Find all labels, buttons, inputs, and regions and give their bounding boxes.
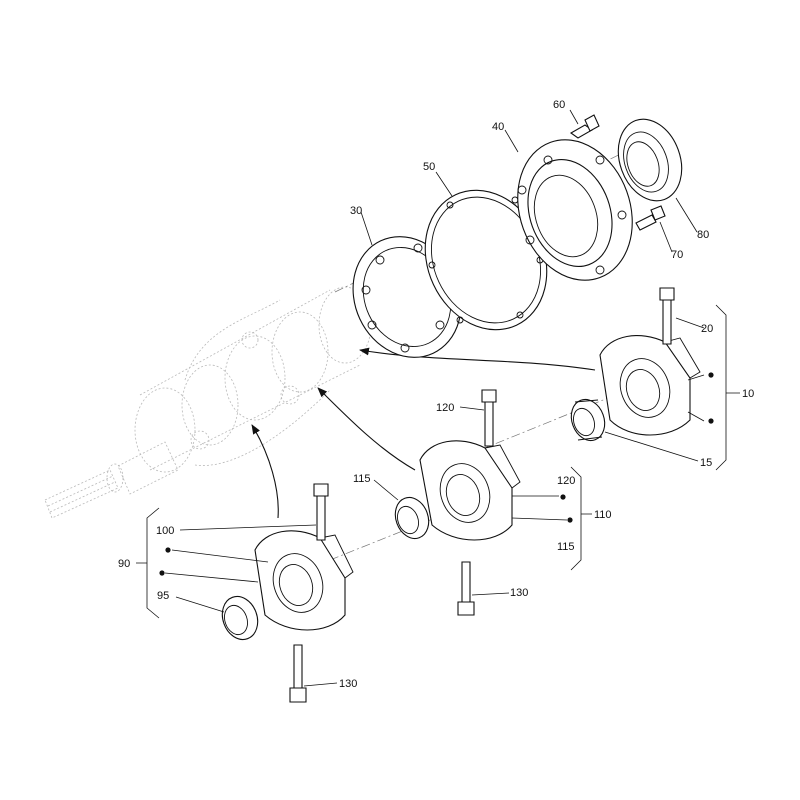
dot-90-b	[159, 570, 165, 576]
bolt-120	[481, 389, 497, 447]
label-30: 30	[350, 205, 362, 217]
callout-labels: 60 40 50 30 80 70 20 10 120 15 115 120 1…	[118, 99, 754, 690]
bolt-20	[659, 287, 675, 345]
stud-130-middle	[457, 561, 475, 616]
label-20: 20	[701, 323, 713, 335]
bearing-cap-assembly-10	[599, 335, 701, 436]
oil-seal-80	[617, 118, 683, 202]
dot-110-b	[567, 517, 573, 523]
label-120-upper: 120	[436, 402, 454, 414]
dot-10-b	[708, 418, 714, 424]
cover-gasket-50	[424, 189, 548, 331]
label-90: 90	[118, 558, 130, 570]
label-115-upper: 115	[353, 473, 371, 485]
stud-130-lower	[289, 644, 307, 703]
label-50: 50	[423, 161, 435, 173]
bearing-shell-15	[570, 398, 606, 442]
dot-10-a	[708, 372, 714, 378]
bearing-shell-95	[221, 595, 259, 641]
label-15: 15	[700, 457, 712, 469]
bearing-cap-assembly-110	[419, 440, 521, 541]
seal-housing-40	[517, 139, 633, 281]
dot-90-a	[165, 547, 171, 553]
bolt-100	[313, 483, 329, 541]
bearing-shell-115	[394, 496, 430, 540]
reference-dots	[159, 372, 714, 576]
label-60: 60	[553, 99, 565, 111]
bolt-60	[569, 114, 600, 139]
label-130-lower: 130	[339, 678, 357, 690]
bracket-90	[136, 507, 160, 619]
label-115-lower: 115	[557, 541, 575, 553]
bolt-70	[635, 205, 666, 231]
install-arrows	[251, 347, 596, 519]
label-40: 40	[492, 121, 504, 133]
label-130-middle: 130	[510, 587, 528, 599]
leader-lines	[164, 109, 705, 687]
bearing-cap-assembly-90	[254, 530, 354, 631]
dot-110-a	[560, 494, 566, 500]
group-brackets	[136, 304, 740, 619]
label-120-lower: 120	[557, 475, 575, 487]
crankshaft-ghost	[44, 286, 372, 519]
label-100: 100	[156, 525, 174, 537]
bracket-110	[570, 466, 592, 571]
arrow-upper	[359, 347, 596, 371]
arrow-lower	[251, 424, 279, 519]
label-10: 10	[742, 388, 754, 400]
label-110: 110	[594, 509, 612, 521]
label-80: 80	[697, 229, 709, 241]
label-95: 95	[157, 590, 169, 602]
bracket-10	[715, 304, 740, 471]
label-70: 70	[671, 249, 683, 261]
arrow-middle	[317, 387, 416, 471]
